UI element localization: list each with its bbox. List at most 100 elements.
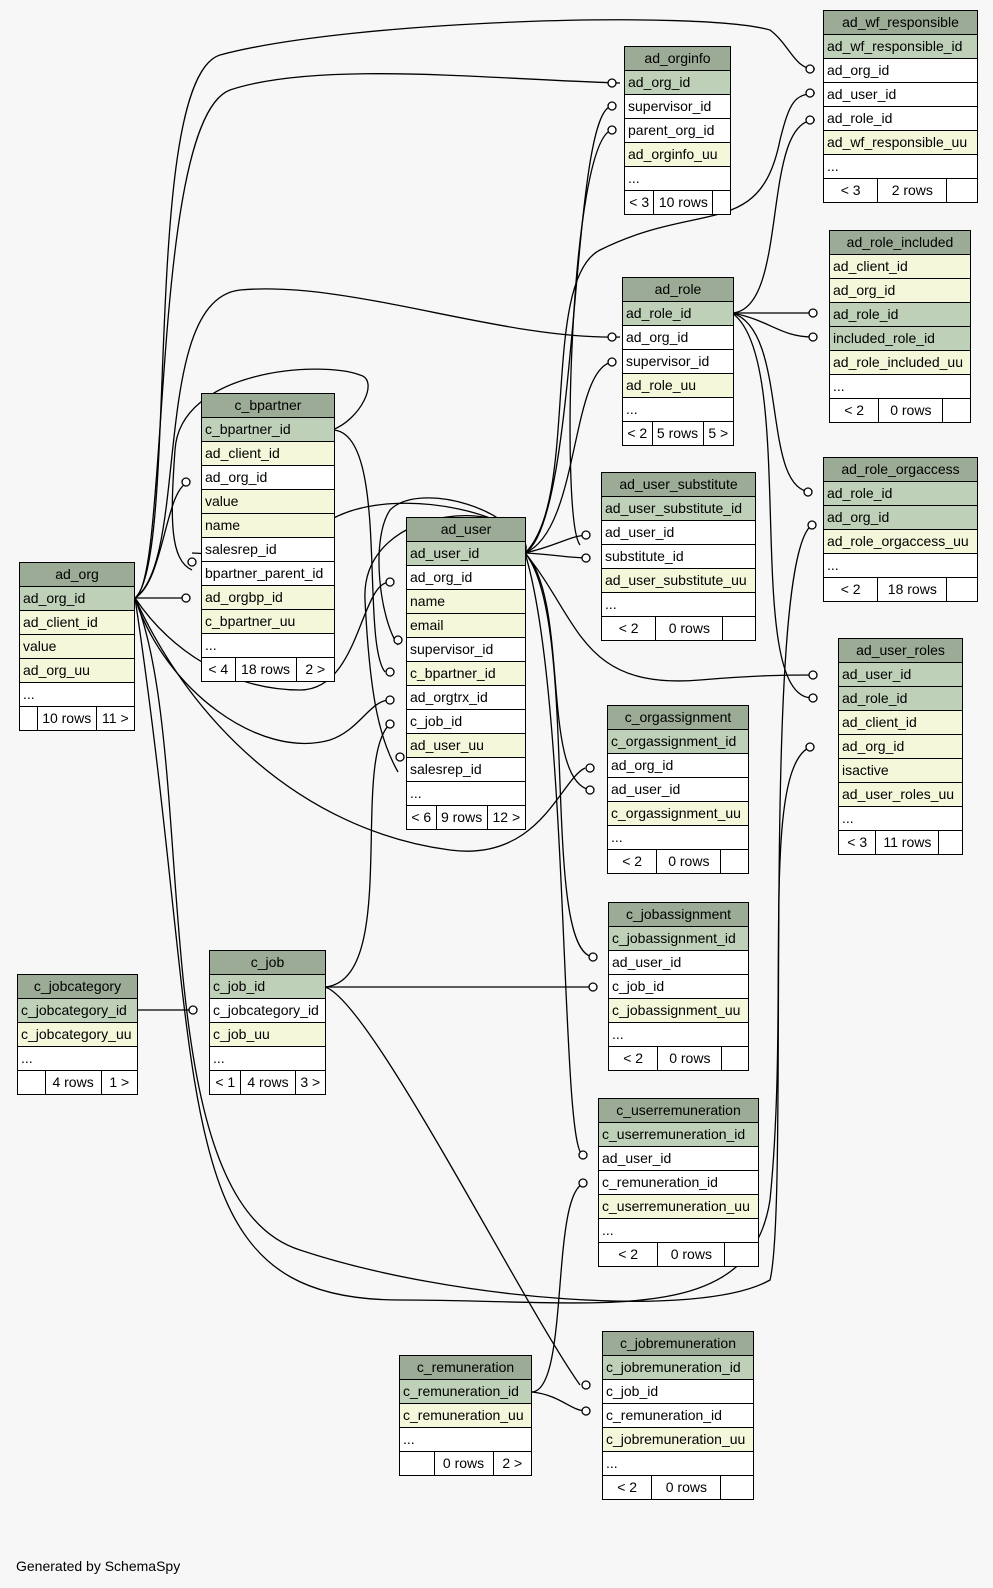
parents-count[interactable]: [18, 1071, 46, 1094]
children-count[interactable]: [725, 1243, 758, 1266]
parents-count[interactable]: < 4: [202, 658, 236, 681]
column-row: ...: [407, 782, 525, 806]
table-c_orgassignment[interactable]: c_orgassignment c_orgassignment_id ad_or…: [607, 705, 749, 874]
table-c_userremuneration[interactable]: c_userremuneration c_userremuneration_id…: [598, 1098, 759, 1267]
children-count[interactable]: [713, 191, 730, 214]
table-ad_user_roles[interactable]: ad_user_roles ad_user_id ad_role_id ad_c…: [838, 638, 963, 855]
children-count[interactable]: [947, 578, 977, 601]
edge-marker: [607, 101, 617, 111]
column-row: c_job_id: [609, 975, 748, 999]
children-count[interactable]: [722, 1047, 748, 1070]
table-ad_role[interactable]: ad_role ad_role_id ad_org_id supervisor_…: [622, 277, 734, 446]
column-row: c_job_uu: [210, 1023, 325, 1047]
parents-count[interactable]: < 6: [407, 806, 437, 829]
column-row: ad_role_id: [824, 482, 977, 506]
parents-count[interactable]: < 1: [210, 1071, 242, 1094]
column-row: ...: [18, 1047, 137, 1071]
parents-count[interactable]: < 2: [603, 1476, 653, 1499]
column-row: ad_user_uu: [407, 734, 525, 758]
edge-ad_org-ad_user-orgtrx: [134, 597, 391, 745]
column-row: ad_client_id: [20, 611, 134, 635]
children-count[interactable]: [723, 617, 755, 640]
column-row: substitute_id: [602, 545, 755, 569]
parents-count[interactable]: < 2: [609, 1047, 659, 1070]
column-row: ad_role_id: [839, 687, 962, 711]
parents-count[interactable]: < 2: [830, 399, 880, 422]
table-ad_role_included[interactable]: ad_role_included ad_client_id ad_org_id …: [829, 230, 971, 423]
edge-marker: [385, 719, 395, 729]
table-title: ad_role_orgaccess: [824, 458, 977, 482]
parents-count[interactable]: < 3: [824, 179, 879, 202]
children-count[interactable]: [943, 399, 970, 422]
table-footer: < 2 0 rows: [603, 1476, 753, 1499]
children-count[interactable]: [721, 1476, 753, 1499]
column-row: c_jobassignment_uu: [609, 999, 748, 1023]
table-footer: < 4 18 rows 2 >: [202, 658, 334, 681]
column-row: ad_role_id: [623, 302, 733, 326]
table-ad_user_substitute[interactable]: ad_user_substitute ad_user_substitute_id…: [601, 472, 756, 641]
parents-count[interactable]: < 3: [839, 831, 877, 854]
column-row: c_userremuneration_id: [599, 1123, 758, 1147]
children-count[interactable]: 11 >: [102, 710, 129, 726]
table-c_jobcategory[interactable]: c_jobcategory c_jobcategory_id c_jobcate…: [17, 974, 138, 1095]
table-footer: < 2 0 rows: [599, 1243, 758, 1266]
table-c_jobassignment[interactable]: c_jobassignment c_jobassignment_id ad_us…: [608, 902, 749, 1071]
row-count: 4 rows: [46, 1071, 102, 1094]
column-row: c_userremuneration_uu: [599, 1195, 758, 1219]
column-row: ad_wf_responsible_uu: [824, 131, 977, 155]
edge-ad_org-ad_role: [134, 288, 621, 599]
parents-count[interactable]: [20, 707, 38, 730]
column-row: c_job_id: [407, 710, 525, 734]
table-ad_org[interactable]: ad_org ad_org_id ad_client_id value ad_o…: [19, 562, 135, 731]
table-title: c_jobassignment: [609, 903, 748, 927]
column-row: c_job_id: [210, 975, 325, 999]
table-c_bpartner[interactable]: c_bpartner c_bpartner_id ad_client_id ad…: [201, 393, 335, 682]
table-c_jobremuneration[interactable]: c_jobremuneration c_jobremuneration_id c…: [602, 1331, 754, 1500]
children-count[interactable]: 2 >: [305, 661, 326, 677]
edge-ad_user-ad_role-supervisor: [524, 361, 613, 554]
column-row: ad_org_id: [839, 735, 962, 759]
children-count[interactable]: [947, 179, 977, 202]
table-ad_orginfo[interactable]: ad_orginfo ad_org_id supervisor_id paren…: [624, 46, 731, 215]
edge-marker: [585, 763, 595, 773]
edge-marker: [578, 1178, 588, 1188]
children-count[interactable]: 12 >: [492, 809, 521, 825]
children-count[interactable]: [721, 850, 748, 873]
table-ad_role_orgaccess[interactable]: ad_role_orgaccess ad_role_id ad_org_id a…: [823, 457, 978, 602]
edge-marker: [808, 308, 818, 318]
table-title: c_orgassignment: [608, 706, 748, 730]
column-row: bpartner_parent_id: [202, 562, 334, 586]
row-count: 5 rows: [653, 422, 704, 445]
table-title: ad_user: [407, 518, 525, 542]
table-footer: < 2 5 rows 5 >: [623, 422, 733, 445]
column-row: c_bpartner_id: [202, 418, 334, 442]
column-row: supervisor_id: [623, 350, 733, 374]
table-ad_wf_responsible[interactable]: ad_wf_responsible ad_wf_responsible_id a…: [823, 10, 978, 203]
table-c_job[interactable]: c_job c_job_id c_jobcategory_id c_job_uu…: [209, 950, 326, 1095]
children-count[interactable]: 1 >: [109, 1074, 130, 1090]
table-c_remuneration[interactable]: c_remuneration c_remuneration_id c_remun…: [399, 1355, 532, 1476]
parents-count[interactable]: < 2: [602, 617, 657, 640]
parents-count[interactable]: < 2: [824, 578, 879, 601]
parents-count[interactable]: < 2: [623, 422, 653, 445]
parents-count[interactable]: [400, 1452, 435, 1475]
children-count[interactable]: 5 >: [708, 425, 729, 441]
edge-ad_user-c_orgassignment: [524, 552, 591, 791]
parents-count[interactable]: < 2: [599, 1243, 659, 1266]
parents-count[interactable]: < 3: [625, 191, 655, 214]
table-ad_user[interactable]: ad_user ad_user_id ad_org_id name email …: [406, 517, 526, 830]
column-row: ad_user_id: [839, 663, 962, 687]
children-count[interactable]: 2 >: [502, 1455, 523, 1471]
edge-marker: [395, 752, 405, 762]
table-title: c_remuneration: [400, 1356, 531, 1380]
parents-count[interactable]: < 2: [608, 850, 658, 873]
children-count[interactable]: [939, 831, 962, 854]
column-row: c_job_id: [603, 1380, 753, 1404]
edge-c_remuneration-c_userremuneration: [531, 1182, 586, 1393]
children-count[interactable]: 3 >: [300, 1074, 321, 1090]
column-row: salesrep_id: [407, 758, 525, 782]
column-row: ad_orgbp_id: [202, 586, 334, 610]
column-row: ad_role_orgaccess_uu: [824, 530, 977, 554]
table-title: c_job: [210, 951, 325, 975]
column-row: ad_user_id: [407, 542, 525, 566]
